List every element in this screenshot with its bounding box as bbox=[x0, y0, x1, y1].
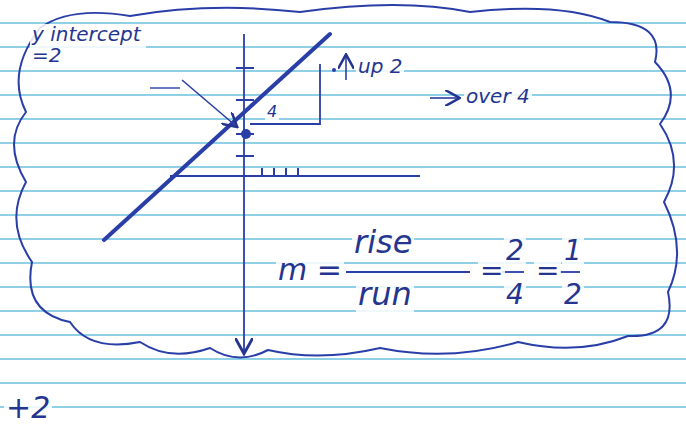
fraction-numerator: 2 bbox=[504, 236, 526, 265]
fraction-denominator: run bbox=[356, 278, 414, 312]
equals-sign: = bbox=[478, 256, 505, 285]
run-note: over 4 bbox=[464, 86, 532, 107]
fraction-numerator: rise bbox=[352, 226, 414, 260]
fraction-denominator: 4 bbox=[504, 280, 526, 309]
rise-note: up 2 bbox=[356, 56, 404, 77]
equals-sign: = bbox=[534, 256, 561, 285]
fraction-denominator: 2 bbox=[562, 280, 584, 309]
intercept-note: y intercept =2 bbox=[30, 24, 146, 66]
run-length: 4 bbox=[265, 104, 279, 121]
fraction-numerator: 1 bbox=[562, 236, 584, 265]
equation-fragment: +2 bbox=[4, 392, 52, 424]
slope-symbol: m = bbox=[276, 254, 344, 286]
